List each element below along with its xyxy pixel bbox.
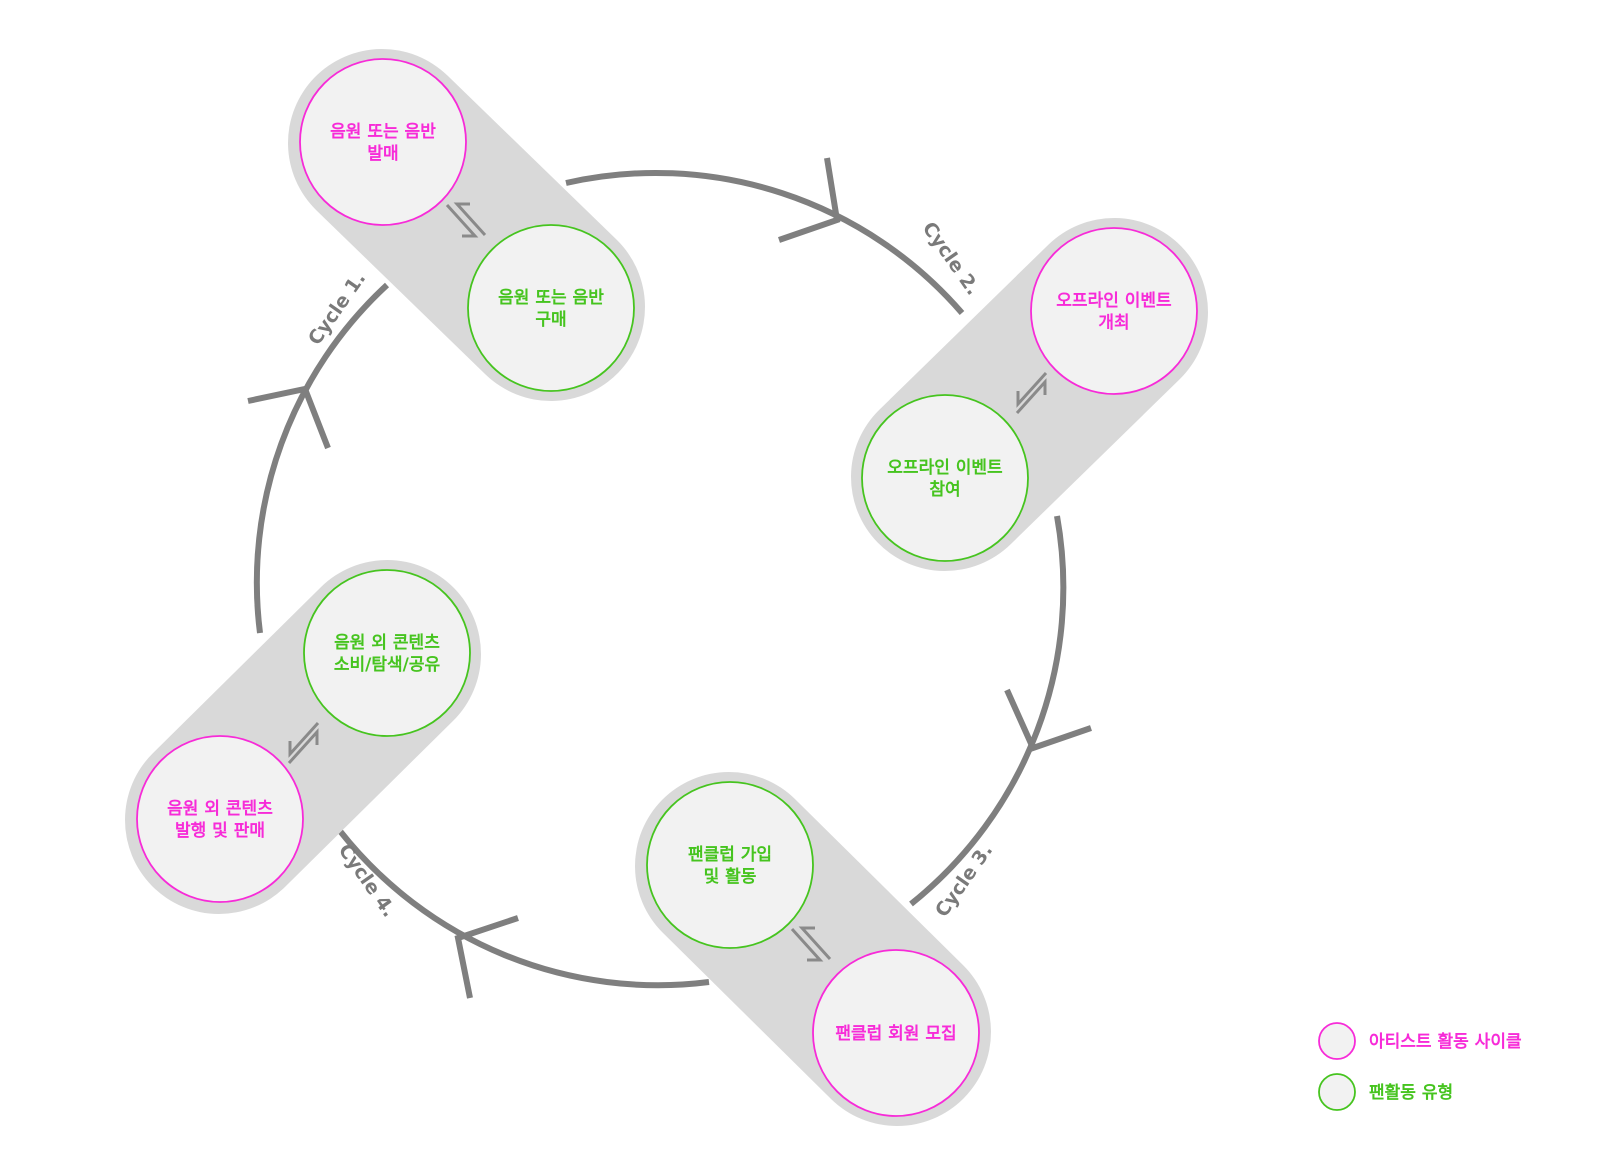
cycle-2-label: Cycle 2. bbox=[918, 218, 984, 299]
legend-artist-label: 아티스트 활동 사이클 bbox=[1369, 1031, 1522, 1052]
node-text-line: 구매 bbox=[535, 310, 566, 330]
legend-fan-label: 팬활동 유형 bbox=[1369, 1082, 1453, 1103]
node-text-line: 팬클럽 가입 bbox=[688, 845, 772, 865]
node-text-line: 음원 또는 음반 bbox=[498, 288, 604, 308]
cycle-ring bbox=[253, 170, 1067, 989]
ring-arrowhead-bottom bbox=[454, 915, 519, 999]
node-text-line: 소비/탐색/공유 bbox=[334, 655, 441, 675]
node-text-line: 개최 bbox=[1098, 313, 1129, 333]
cycle-1-exchange-arrows bbox=[445, 202, 487, 238]
node-text-line: 음원 외 콘텐츠 bbox=[167, 799, 273, 819]
cycle-3-artist-node-text: 팬클럽 회원 모집 bbox=[835, 1024, 956, 1044]
ring-arrowhead-top bbox=[778, 157, 841, 243]
node-text-line: 참여 bbox=[929, 479, 960, 500]
node-text-line: 음원 외 콘텐츠 bbox=[334, 633, 440, 653]
cycle-2-fan-node bbox=[861, 394, 1029, 562]
node-text-line: 팬클럽 회원 모집 bbox=[835, 1024, 956, 1044]
legend: 아티스트 활동 사이클 팬활동 유형 bbox=[1318, 1022, 1522, 1111]
cycle-3-fan-node bbox=[646, 781, 814, 949]
node-text-line: 발매 bbox=[367, 144, 398, 164]
node-text-line: 발행 및 판매 bbox=[175, 821, 265, 841]
legend-artist-swatch bbox=[1318, 1022, 1356, 1060]
ring-arrowhead-left bbox=[247, 385, 331, 450]
cycle-2-artist-node bbox=[1030, 227, 1198, 395]
cycle-3-artist-node bbox=[812, 949, 980, 1117]
ring-arc-cycle2-to-cycle3 bbox=[909, 515, 1067, 907]
cycle-1-artist-node bbox=[299, 58, 467, 226]
node-text-line: 및 활동 bbox=[704, 866, 757, 887]
cycle-4-fan-node bbox=[303, 569, 471, 737]
node-text-line: 음원 또는 음반 bbox=[330, 122, 436, 142]
cycle-4-artist-node bbox=[136, 735, 304, 903]
node-text-line: 오프라인 이벤트 bbox=[1056, 291, 1172, 311]
ring-arc-cycle1-to-cycle2 bbox=[565, 170, 965, 315]
cycle-2-exchange-arrows bbox=[1015, 371, 1048, 415]
legend-fan-swatch bbox=[1318, 1073, 1356, 1111]
cycle-3-exchange-arrows bbox=[790, 926, 832, 962]
ring-arc-cycle3-to-cycle4 bbox=[337, 829, 710, 989]
cycle-1-fan-node bbox=[467, 224, 635, 392]
node-text-line: 오프라인 이벤트 bbox=[887, 458, 1003, 478]
ring-arc-cycle4-to-cycle1 bbox=[253, 282, 390, 634]
ring-arrowhead-right bbox=[1004, 688, 1092, 752]
cycle-4-exchange-arrows bbox=[287, 721, 320, 765]
